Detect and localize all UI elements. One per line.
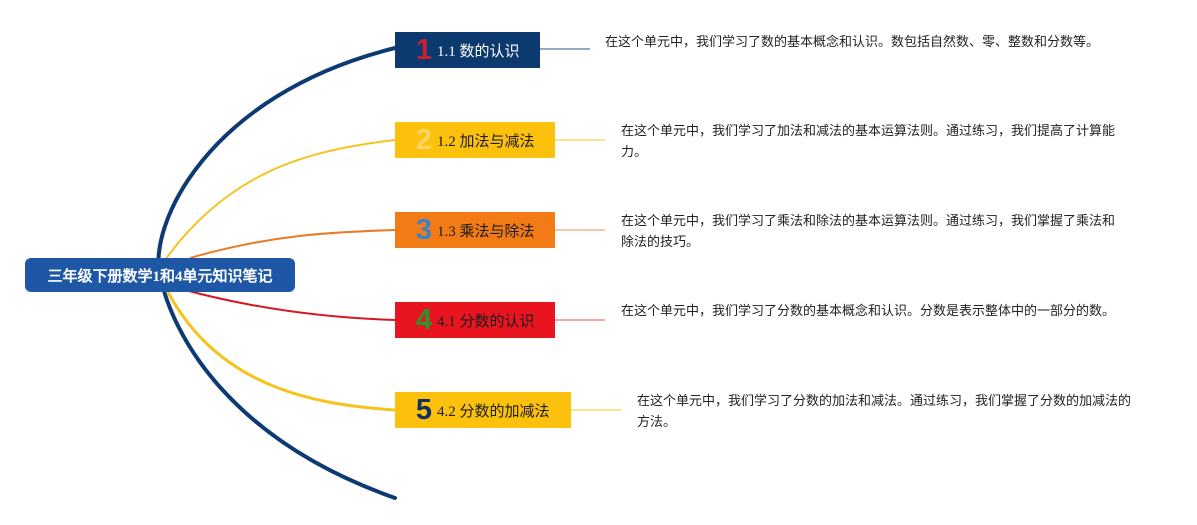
branch-label: 1.2 加法与减法 xyxy=(437,133,535,150)
branch-label: 1.1 数的认识 xyxy=(437,43,520,60)
branch-node-2[interactable]: 2 1.2 加法与减法 xyxy=(395,122,555,158)
number-4-icon: 4 xyxy=(415,303,433,336)
branch-description: 在这个单元中，我们学习了分数的加法和减法。通过练习，我们掌握了分数的加减法的方法… xyxy=(637,394,1132,430)
number-1-icon: 1 xyxy=(415,33,433,66)
number-5-icon: 5 xyxy=(415,393,433,426)
root-node[interactable]: 三年级下册数学1和4单元知识笔记 xyxy=(25,258,295,292)
branch-label: 4.1 分数的认识 xyxy=(437,313,535,330)
branch-node-3[interactable]: 3 1.3 乘法与除法 xyxy=(395,212,555,248)
branch-5-curve xyxy=(166,291,396,412)
branch-description: 在这个单元中，我们学习了数的基本概念和认识。数包括自然数、零、整数和分数等。 xyxy=(605,35,1100,50)
number-2-icon: 2 xyxy=(415,123,433,156)
branch-node-5[interactable]: 5 4.2 分数的加减法 xyxy=(395,392,571,428)
branch-4-curve xyxy=(184,289,396,321)
branch-node-1[interactable]: 1 1.1 数的认识 xyxy=(395,32,540,68)
branch-label: 4.2 分数的加减法 xyxy=(437,403,550,420)
branch-description: 在这个单元中，我们学习了加法和减法的基本运算法则。通过练习，我们提高了计算能力。 xyxy=(621,124,1116,160)
branch-3-curve xyxy=(189,229,396,259)
branch-description: 在这个单元中，我们学习了分数的基本概念和认识。分数是表示整体中的一部分的数。 xyxy=(621,304,1116,319)
branch-2-curve xyxy=(164,139,396,261)
number-3-icon: 3 xyxy=(415,213,433,246)
branch-node-4[interactable]: 4 4.1 分数的认识 xyxy=(395,302,555,338)
branch-label: 1.3 乘法与除法 xyxy=(437,223,535,240)
branch-description: 在这个单元中，我们学习了乘法和除法的基本运算法则。通过练习，我们掌握了乘法和除法… xyxy=(621,214,1116,250)
